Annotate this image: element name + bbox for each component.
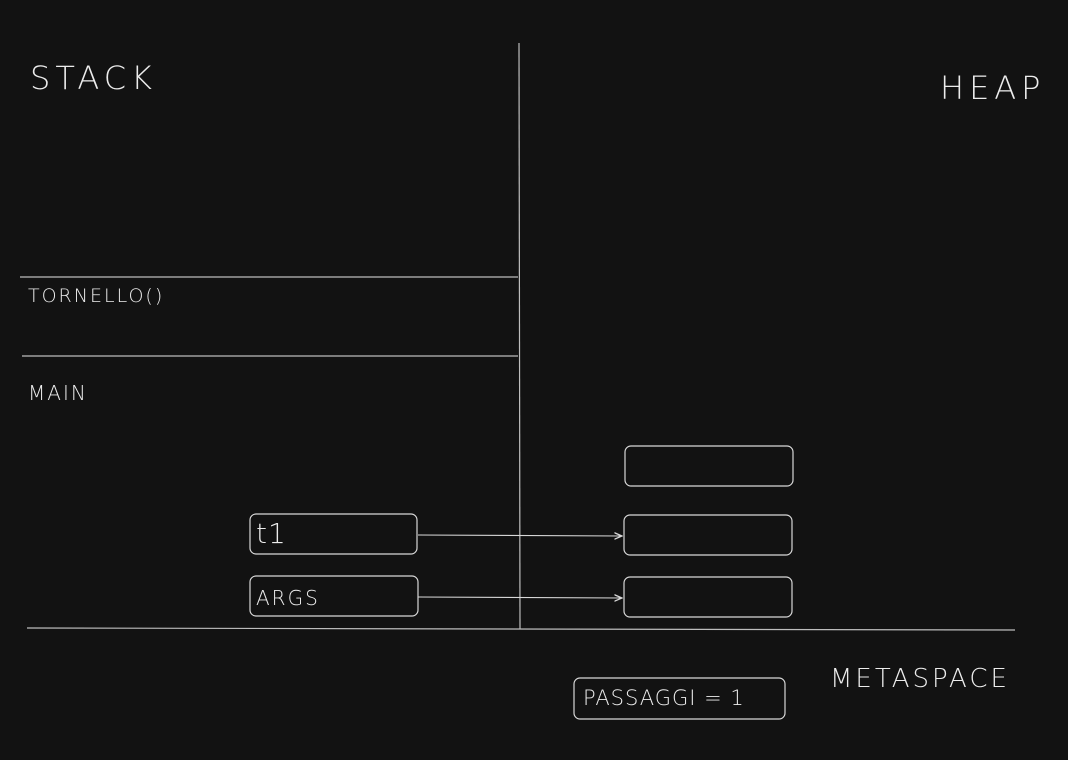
heap-object-box-t1: [623, 514, 793, 556]
stack-heap-divider: [518, 42, 521, 630]
static-variable-label: PASSAGGI = 1: [583, 686, 745, 710]
main-frame-label: MAIN: [28, 381, 88, 405]
heap-label: HEAP: [940, 69, 1046, 107]
static-variable-box: [573, 677, 786, 720]
heap-object-box-top: [624, 445, 794, 487]
t1-variable-box: [249, 513, 418, 555]
args-variable-label: ARGS: [256, 586, 320, 610]
tornello-frame-label: TORNELLO(): [28, 285, 165, 307]
metaspace-label: METASPACE: [830, 664, 1010, 694]
heap-object-box-args: [623, 576, 793, 618]
stack-label: STACK: [30, 59, 158, 97]
t1-variable-label: t1: [256, 517, 287, 550]
args-reference-arrow: [417, 597, 622, 598]
t1-reference-arrow: [417, 535, 622, 536]
args-variable-box: [249, 575, 419, 617]
metaspace-divider: [26, 627, 1016, 631]
